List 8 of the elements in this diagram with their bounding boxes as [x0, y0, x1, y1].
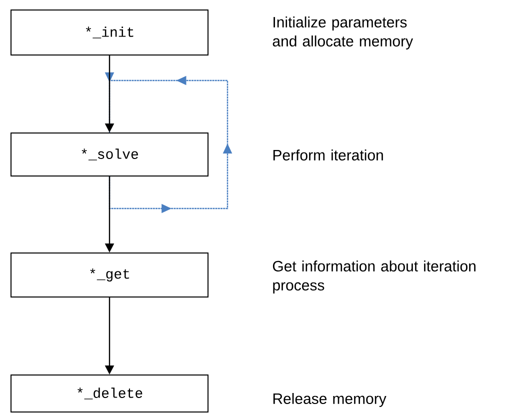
description: Release memory: [273, 393, 386, 407]
process-box: *_delete: [10, 374, 208, 412]
description: Initialize parameters and allocate memory: [272, 16, 414, 50]
process-box: *_solve: [10, 132, 208, 176]
description: Perform iteration: [273, 149, 383, 160]
description: Get information about iteration process: [272, 260, 476, 294]
process-box: *_get: [10, 252, 208, 298]
process-box: *_init: [10, 10, 208, 56]
